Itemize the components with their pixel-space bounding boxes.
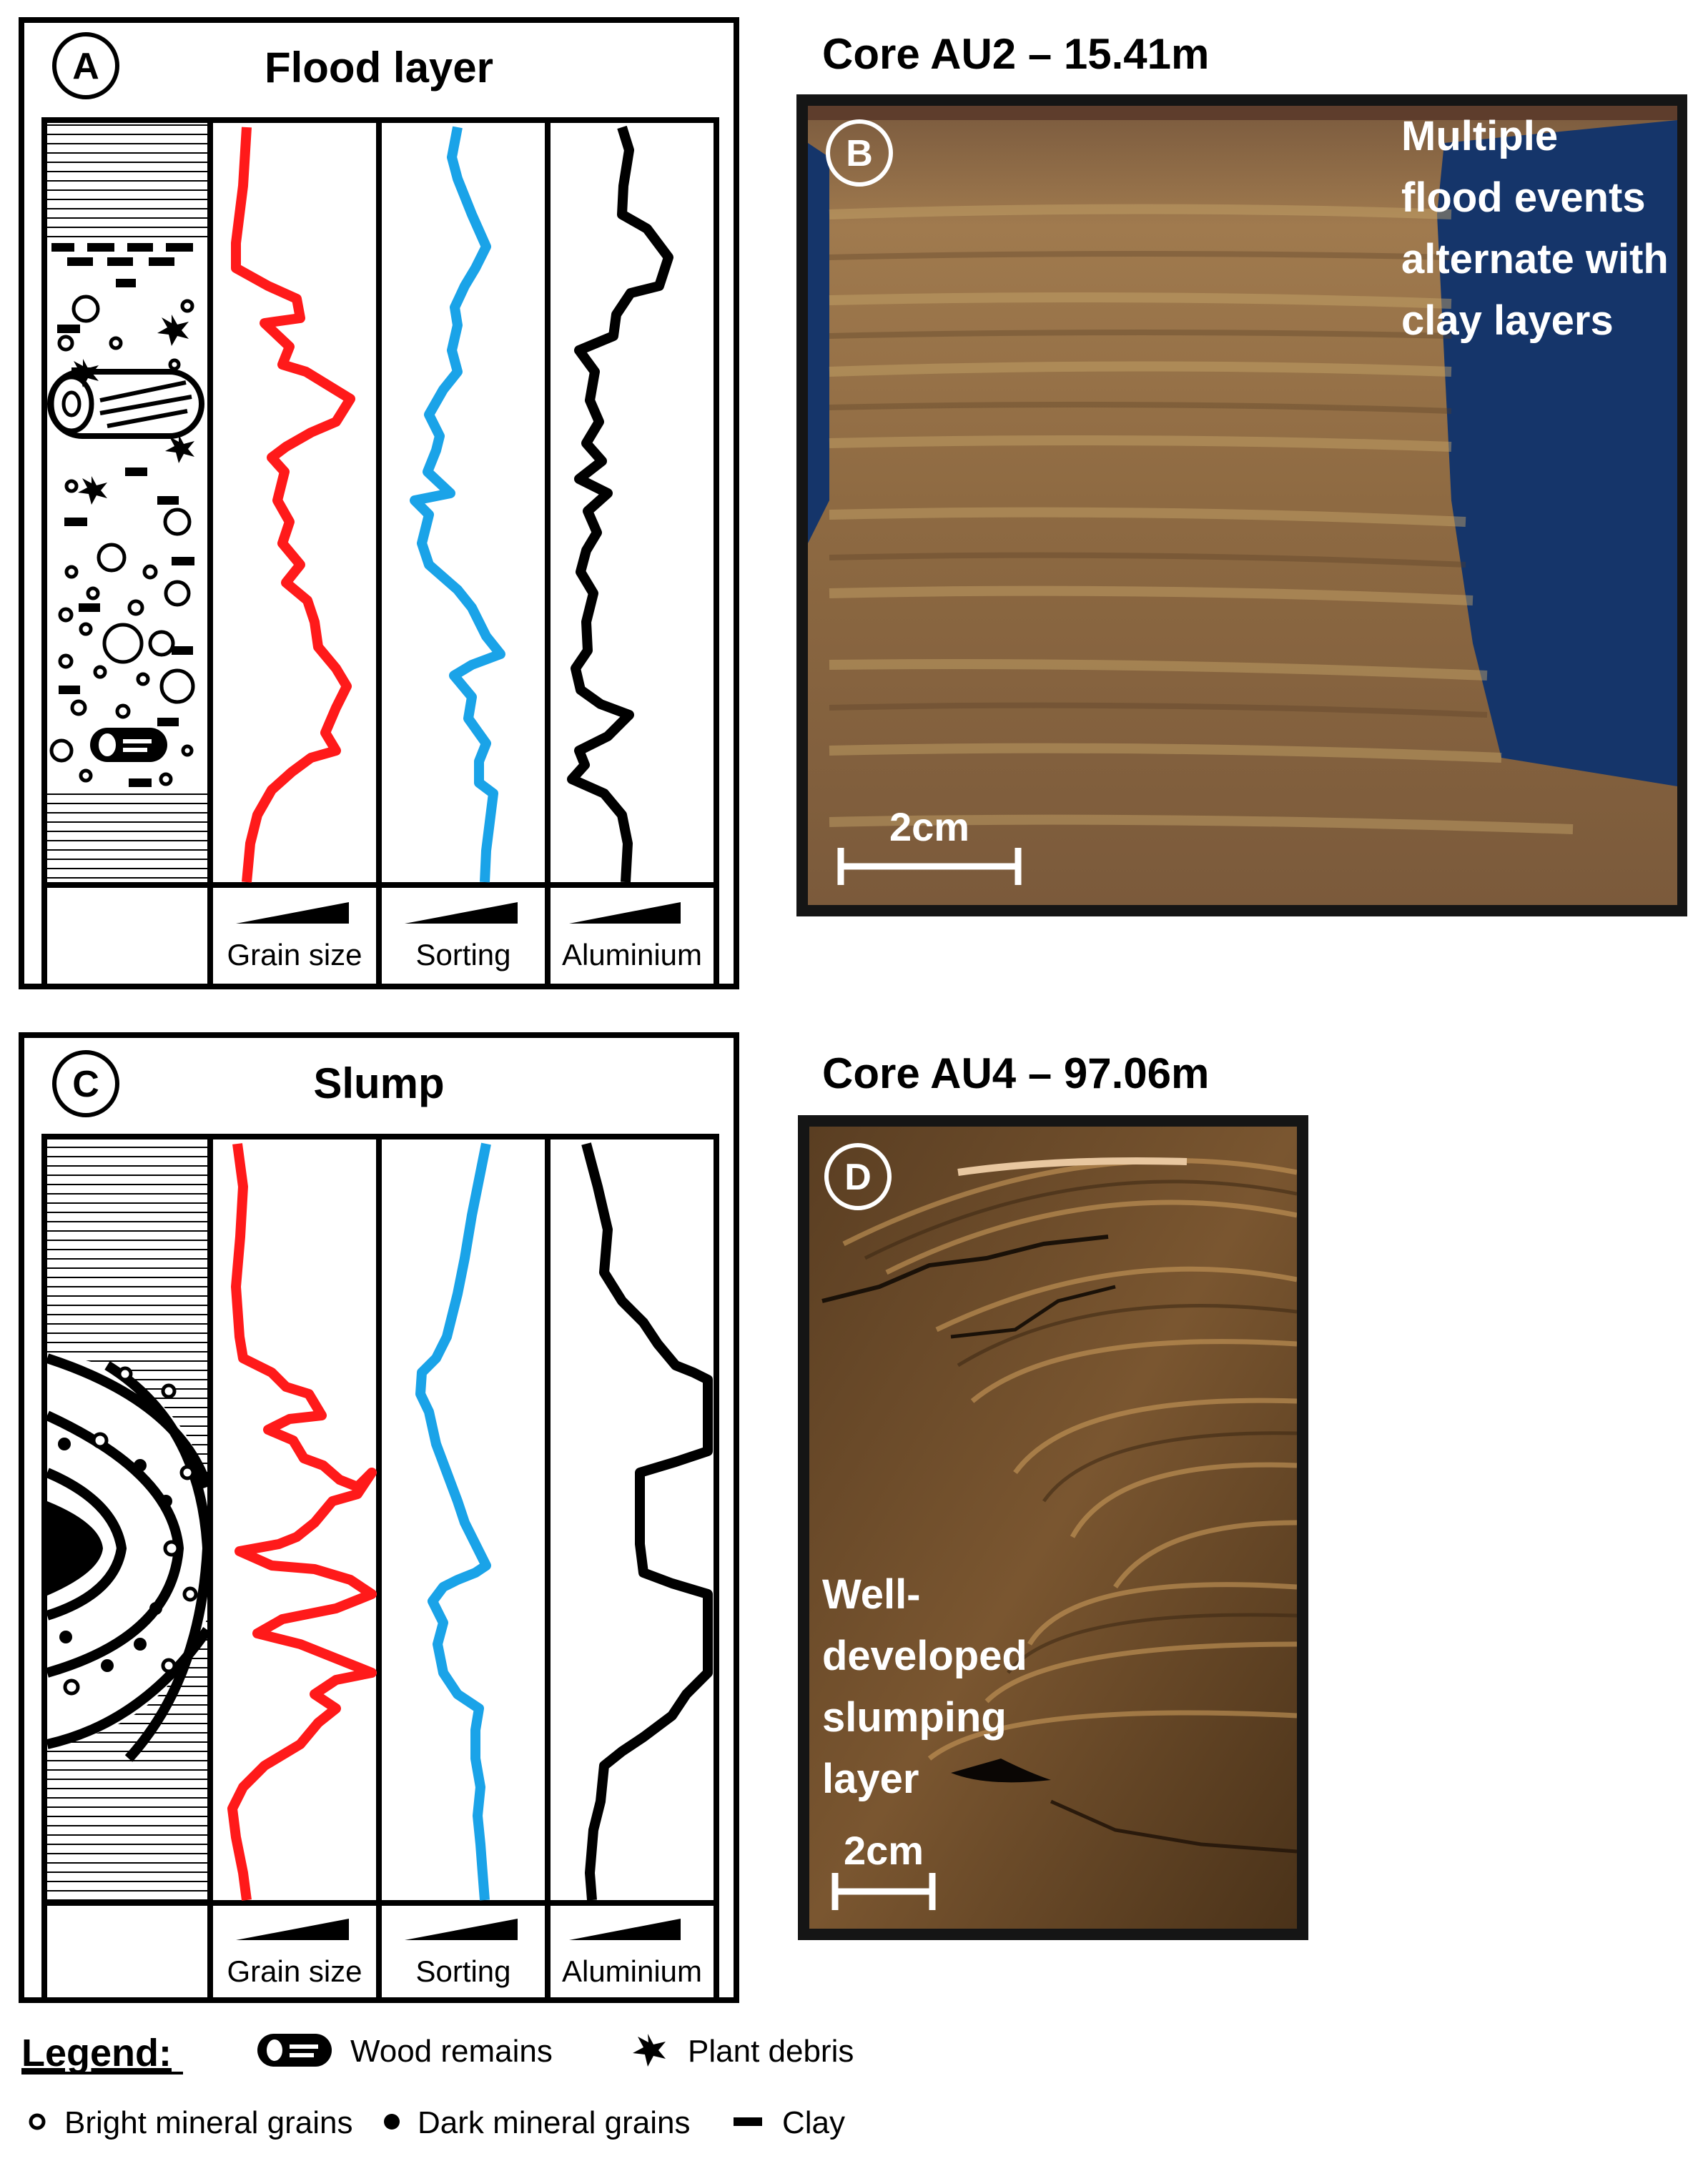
aluminium-curve-c <box>581 1142 713 1901</box>
dark-grain-icon <box>384 2114 400 2130</box>
label-sorting-a: Sorting <box>415 938 510 971</box>
plant-debris <box>69 315 194 505</box>
legend: Legend: Wood remains Plant debris Bright… <box>21 2032 854 2140</box>
annotation-d-line-3: slumping <box>822 1694 1007 1741</box>
aluminium-curve <box>567 125 673 883</box>
legend-bright-mineral-grains: Bright mineral grains <box>64 2105 353 2140</box>
annotation-b-line-3: alternate with <box>1401 236 1669 282</box>
legend-clay: Clay <box>782 2105 845 2140</box>
panel-c-title: Slump <box>313 1059 444 1107</box>
panel-a: A Flood layer <box>19 17 739 989</box>
bright-grains <box>49 295 195 786</box>
annotation-b-line-2: flood events <box>1401 174 1646 221</box>
legend-wood-remains: Wood remains <box>350 2034 553 2069</box>
legend-title: Legend: <box>21 2032 172 2075</box>
panel-letter-c: C <box>72 1064 99 1105</box>
label-grain-size-c: Grain size <box>227 1954 362 1988</box>
panel-a-title: Flood layer <box>265 44 493 92</box>
panel-b: Core AU2 – 15.41m B Multiple flood event <box>796 30 1687 916</box>
annotation-b-line-1: Multiple <box>1401 113 1558 159</box>
core-au4-title: Core AU4 – 97.06m <box>822 1049 1209 1097</box>
label-aluminium-a: Aluminium <box>562 938 702 971</box>
annotation-d-line-2: developed <box>822 1633 1027 1679</box>
scale-bar-b <box>837 848 1022 885</box>
plant-debris-icon <box>633 2034 666 2067</box>
legend-dark-mineral-grains: Dark mineral grains <box>418 2105 690 2140</box>
annotation-d-line-1: Well- <box>822 1571 921 1618</box>
slump-grains <box>58 1366 198 1696</box>
label-aluminium-c: Aluminium <box>562 1954 702 1988</box>
wood-remains-icon <box>257 2034 332 2067</box>
legend-plant-debris: Plant debris <box>688 2034 854 2069</box>
annotation-b-line-4: clay layers <box>1401 297 1614 344</box>
core-au2-title: Core AU2 – 15.41m <box>822 30 1209 78</box>
wood-remains-large <box>47 369 204 439</box>
panel-d: Core AU4 – 97.06m <box>798 1049 1308 1940</box>
scale-label-d: 2cm <box>844 1828 924 1873</box>
blue-background <box>1437 120 1677 786</box>
panel-letter-b: B <box>846 133 873 174</box>
label-grain-size-a: Grain size <box>227 938 362 971</box>
panel-c: C Slump <box>19 1032 739 2003</box>
label-sorting-c: Sorting <box>415 1954 510 1988</box>
grain-size-curve <box>231 127 355 883</box>
grain-size-curve-c <box>227 1143 377 1901</box>
panel-letter-a: A <box>72 46 99 87</box>
wood-remains-small <box>90 728 167 762</box>
panel-letter-d: D <box>844 1157 872 1198</box>
bright-grain-icon <box>29 2113 46 2130</box>
scale-label-b: 2cm <box>889 804 969 849</box>
sorting-curve-c <box>415 1142 491 1901</box>
sorting-curve <box>410 126 505 883</box>
slump-fold <box>47 1353 207 1762</box>
annotation-d-line-4: layer <box>822 1756 919 1802</box>
scale-bar-d <box>831 1873 936 1910</box>
